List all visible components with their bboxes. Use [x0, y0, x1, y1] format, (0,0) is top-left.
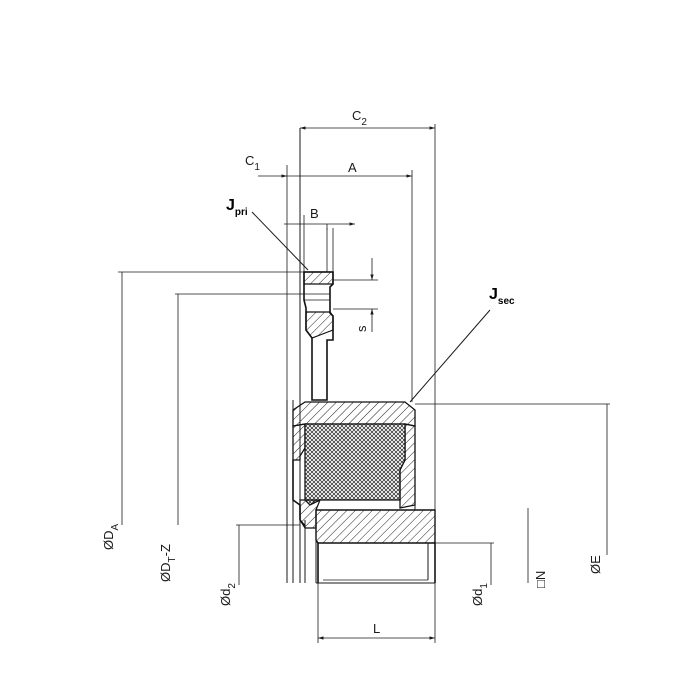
primary-hub-lower-hatch	[305, 311, 334, 339]
dimension-labels: C2 C1 A B s Jpri Jsec ØDA ØDT-Z Ød2 Ød1 …	[101, 108, 603, 636]
label-da: ØDA	[101, 524, 121, 551]
secondary-hub-hatch	[315, 509, 436, 544]
primary-hub-hatch	[303, 271, 334, 285]
label-l: L	[373, 621, 380, 636]
dimension-lines	[118, 124, 610, 643]
outer-ring-hatch	[292, 401, 416, 427]
label-b: B	[310, 206, 319, 221]
label-d1: Ød1	[470, 583, 490, 606]
label-n: □N	[533, 571, 548, 588]
label-s: s	[354, 325, 369, 332]
label-c1: C1	[245, 153, 260, 173]
part-geometry	[286, 128, 436, 584]
outer-ring-left-hatch	[292, 423, 306, 461]
jsec-leader	[409, 309, 491, 403]
label-a: A	[348, 160, 357, 175]
jpri-leader	[251, 211, 309, 271]
label-j-sec: Jsec	[489, 286, 515, 307]
label-e: ØE	[588, 555, 603, 574]
label-d2: Ød2	[218, 583, 238, 606]
elastic-element	[304, 423, 406, 506]
label-dt-z: ØDT-Z	[158, 544, 178, 582]
label-c2: C2	[352, 108, 367, 128]
label-j-pri: Jpri	[226, 197, 248, 218]
